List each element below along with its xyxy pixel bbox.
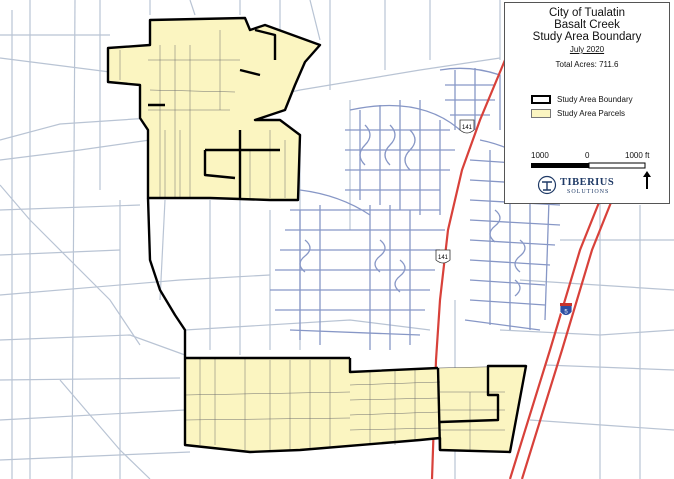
study-area-boundary: [106, 16, 528, 454]
parcels-swatch: [531, 109, 551, 118]
hwy-141-shield-south: 141: [435, 249, 451, 264]
legend-item-boundary: Study Area Boundary: [557, 95, 633, 104]
boundary-swatch: [531, 95, 551, 104]
logo-name: TIBERIUS: [560, 177, 615, 188]
parcel-lines-north: [119, 30, 286, 198]
map-legend: City of Tualatin Basalt Creek Study Area…: [504, 2, 670, 204]
legend-date: July 2020: [569, 45, 605, 54]
hwy-shield-south-label: 141: [438, 255, 449, 261]
legend-title-line-3: Study Area Boundary: [532, 31, 642, 43]
scale-label-left: 1000: [531, 151, 549, 160]
scale-label-mid: 0: [585, 151, 590, 160]
scale-bar: [531, 162, 646, 169]
logo-sub: SOLUTIONS: [567, 189, 610, 195]
interstate-5-south: [508, 199, 602, 479]
legend-total-acres: Total Acres: 711.6: [555, 60, 619, 69]
interstate-5-shield: 5: [559, 303, 573, 316]
scale-label-right: 1000 ft: [625, 151, 650, 160]
legend-title-line-1: City of Tualatin: [548, 7, 626, 19]
hwy-141-shield-north: 141: [459, 119, 475, 134]
legend-title-line-2: Basalt Creek: [554, 19, 620, 31]
interstate-shield-label: 5: [564, 310, 568, 316]
legend-item-parcels: Study Area Parcels: [557, 109, 626, 118]
north-arrow-icon: [643, 171, 651, 189]
hwy-shield-north-label: 141: [462, 125, 473, 131]
tiberius-logo-icon: [537, 175, 557, 195]
interstate-5-north: [520, 199, 614, 479]
